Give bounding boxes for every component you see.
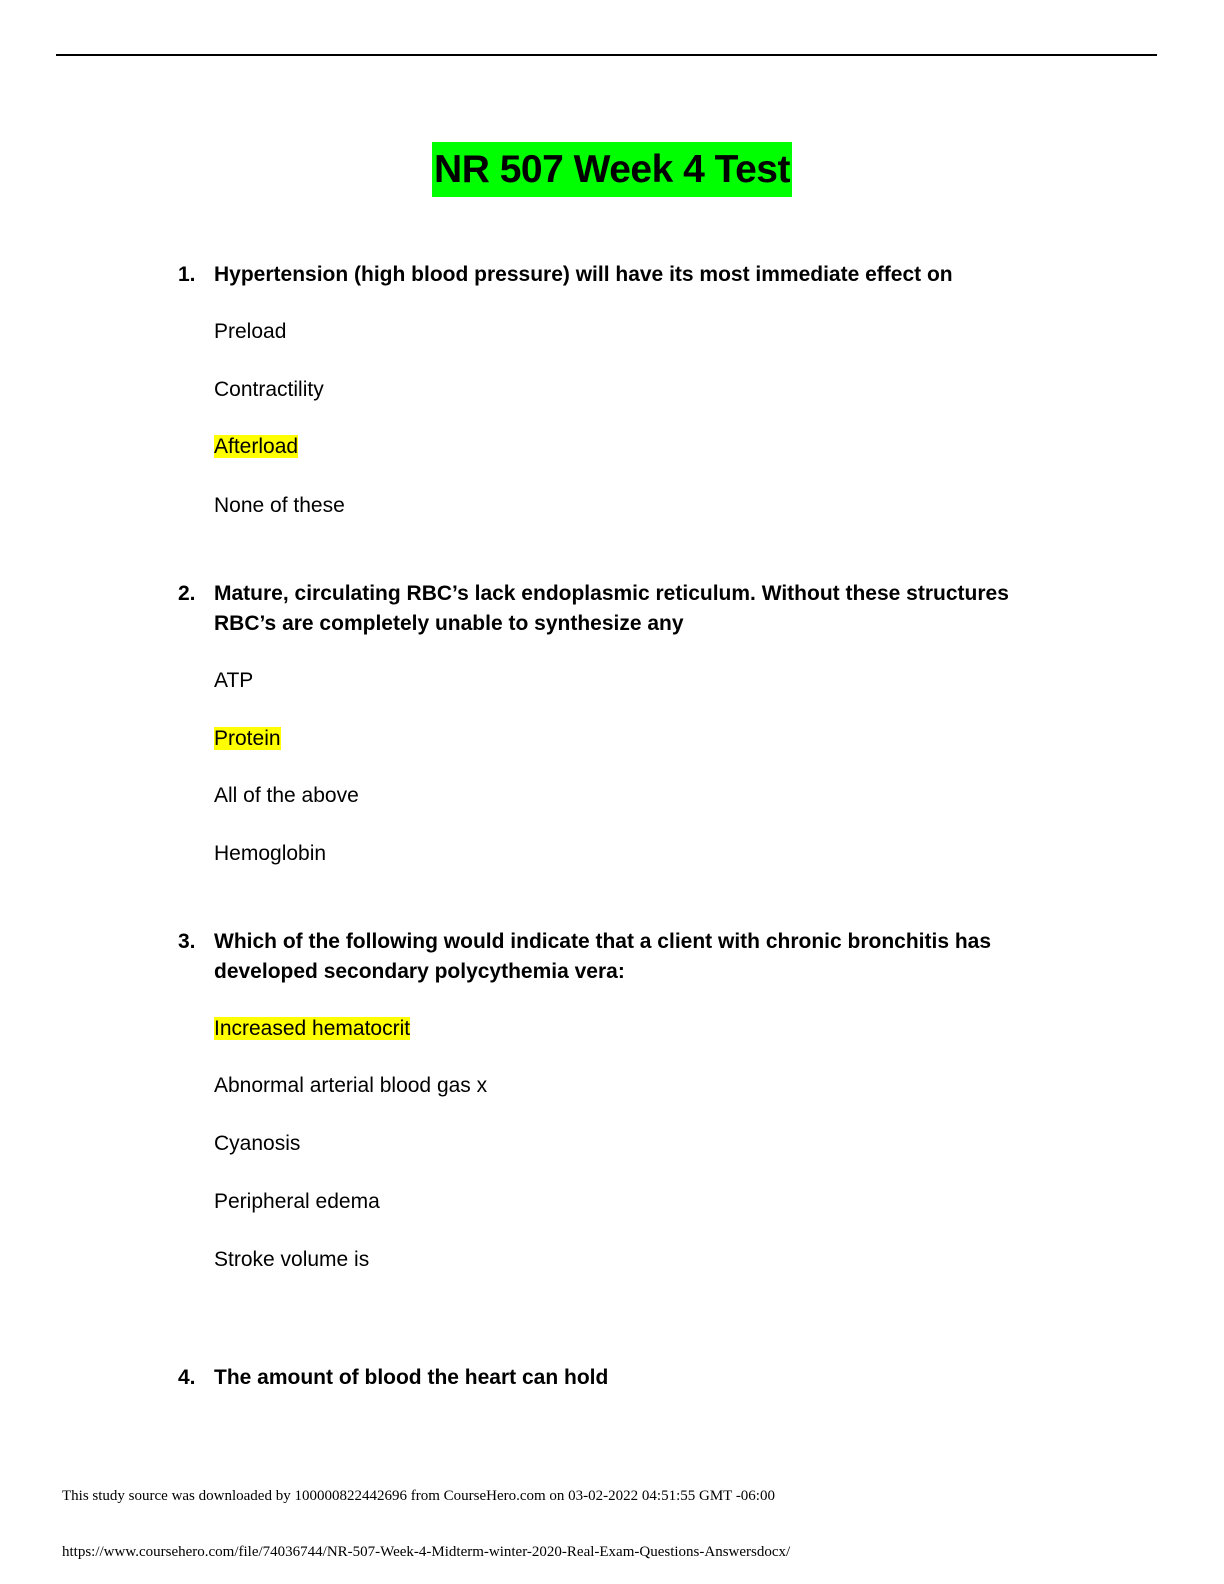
question-number: 1. <box>178 263 196 286</box>
question-2: 2. Mature, circulating RBC’s lack endopl… <box>178 579 1058 639</box>
question-text: Which of the following would indicate th… <box>214 930 992 983</box>
question-text: Mature, circulating RBC’s lack endoplasm… <box>214 582 1009 635</box>
answer-option: Peripheral edema <box>214 1190 380 1213</box>
answer-option: Stroke volume is <box>214 1248 370 1271</box>
answer-option: Hemoglobin <box>214 842 327 865</box>
answer-option: Preload <box>214 320 287 343</box>
answer-option-highlighted: Protein <box>214 727 281 750</box>
answer-option: Abnormal arterial blood gas x <box>214 1074 488 1097</box>
download-note: This study source was downloaded by 1000… <box>62 1488 775 1504</box>
answer-option: Cyanosis <box>214 1132 301 1155</box>
question-number: 2. <box>178 582 196 605</box>
question-number: 4. <box>178 1366 196 1389</box>
answer-option: None of these <box>214 494 345 517</box>
header-rule <box>56 54 1157 56</box>
question-3: 3. Which of the following would indicate… <box>178 927 1058 987</box>
question-text: Hypertension (high blood pressure) will … <box>214 263 953 286</box>
answer-option: ATP <box>214 669 254 692</box>
question-text: The amount of blood the heart can hold <box>214 1366 609 1389</box>
title-container: NR 507 Week 4 Test <box>0 142 1224 197</box>
source-url-link[interactable]: https://www.coursehero.com/file/74036744… <box>62 1544 791 1560</box>
answer-option: All of the above <box>214 784 359 807</box>
answer-option: Contractility <box>214 378 324 401</box>
page-title: NR 507 Week 4 Test <box>432 142 792 197</box>
question-number: 3. <box>178 930 196 953</box>
question-4: 4. The amount of blood the heart can hol… <box>178 1363 1058 1393</box>
question-1: 1. Hypertension (high blood pressure) wi… <box>178 260 1058 290</box>
answer-option-highlighted: Increased hematocrit <box>214 1017 411 1040</box>
answer-option-highlighted: Afterload <box>214 435 299 458</box>
